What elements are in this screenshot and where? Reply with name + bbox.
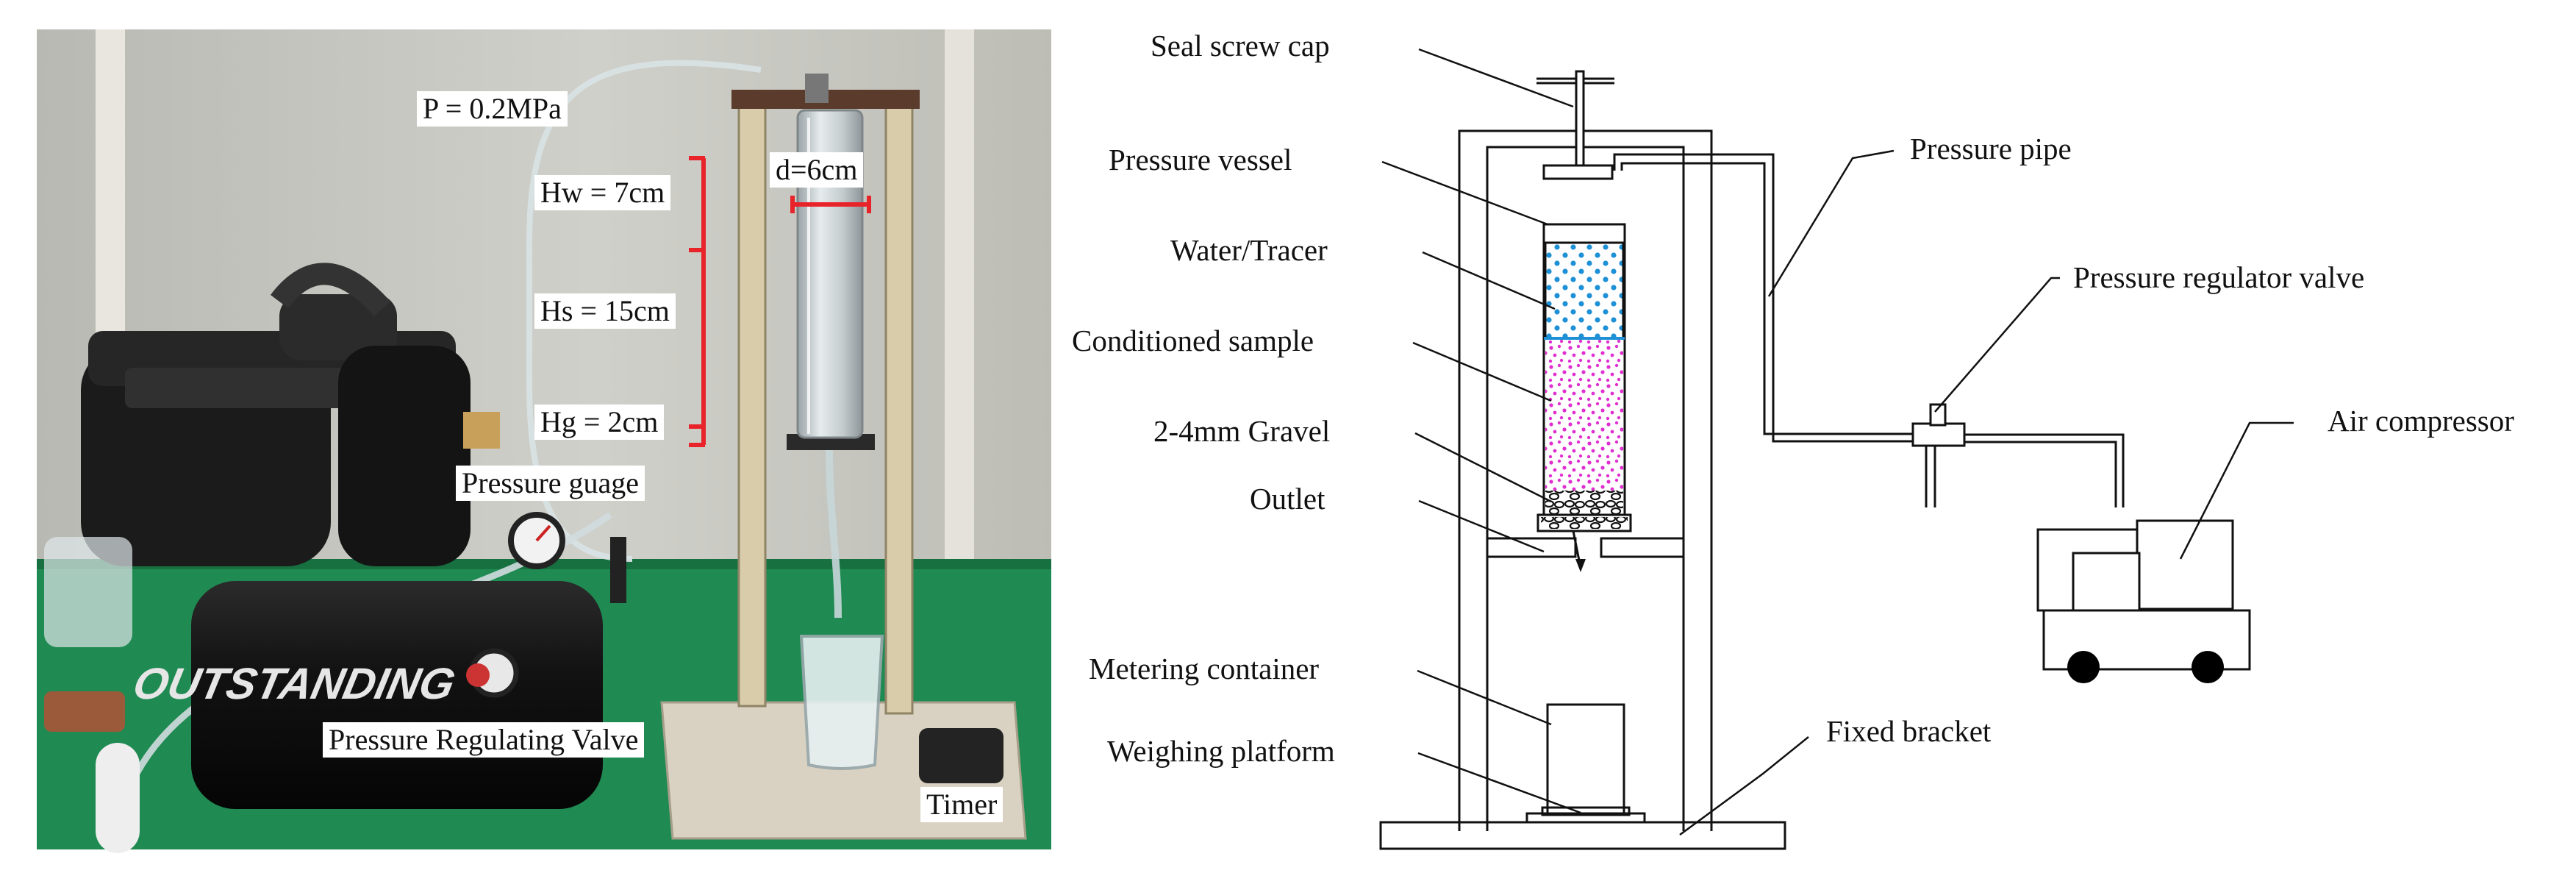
pressure-regulator-valve	[1911, 422, 1966, 447]
shelf-left	[1486, 537, 1577, 558]
label-timer: Timer	[920, 787, 1003, 822]
label-seal-screw-cap: Seal screw cap	[1151, 29, 1330, 63]
label-regulating-valve: Pressure Regulating Valve	[323, 722, 645, 758]
label-outlet: Outlet	[1250, 482, 1325, 516]
shelf-right	[1600, 537, 1685, 558]
label-conditioned-sample: Conditioned sample	[1072, 324, 1314, 357]
label-weighing-platform: Weighing platform	[1107, 734, 1335, 768]
label-hg: Hg = 2cm	[534, 405, 665, 440]
label-pressure-vessel: Pressure vessel	[1109, 143, 1292, 177]
wheel-left	[2067, 651, 2100, 683]
fixed-bracket-base	[1379, 821, 1786, 850]
label-hs: Hs = 15cm	[534, 293, 676, 329]
frame-inner	[1486, 146, 1685, 831]
label-hw: Hw = 7cm	[534, 175, 671, 210]
label-pressure-regulator-valve: Pressure regulator valve	[2073, 260, 2364, 294]
conditioned-sample-fill	[1545, 340, 1623, 491]
compressor-brand: OUTSTANDING	[129, 659, 459, 708]
wheel-right	[2192, 651, 2224, 683]
water-tracer-fill	[1544, 241, 1625, 340]
label-air-compressor: Air compressor	[2328, 404, 2514, 438]
label-fixed-bracket: Fixed bracket	[1826, 714, 1992, 748]
frame-outer	[1458, 129, 1713, 831]
label-pressure-pipe: Pressure pipe	[1910, 132, 2072, 165]
pressure-pipe	[526, 60, 762, 562]
glass-column	[796, 109, 864, 439]
timer-device	[919, 728, 1003, 783]
seal-screw-cap	[1575, 70, 1585, 174]
wall-pipe-right	[945, 29, 974, 588]
label-gravel: 2-4mm Gravel	[1153, 414, 1330, 448]
pressure-pipe-line	[1613, 153, 1928, 507]
weighing-platform	[1525, 812, 1646, 824]
label-d: d=6cm	[770, 152, 864, 188]
beaker	[799, 635, 884, 770]
label-pressure: P = 0.2MPa	[417, 91, 568, 127]
label-water-tracer: Water/Tracer	[1170, 233, 1328, 267]
metering-container	[1546, 703, 1625, 815]
label-pressure-gauge: Pressure guage	[456, 466, 645, 501]
label-metering-container: Metering container	[1089, 652, 1319, 685]
